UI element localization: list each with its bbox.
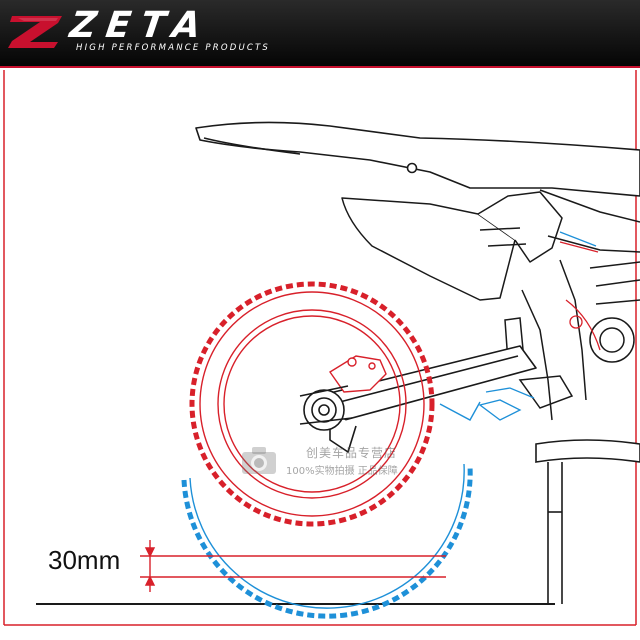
brand-tagline: HIGH PERFORMANCE PRODUCTS [76,43,270,53]
frame-and-shock [504,189,640,421]
watermark-guarantee: 100%实物拍摄 正品保障 [286,466,398,477]
brake-caliper [329,355,387,393]
frame-position-hints [478,231,601,421]
rear-tire-lowered [181,401,481,619]
watermark-shop-name: 创美车品专营店 [306,446,398,460]
brand-header: ZETA HIGH PERFORMANCE PRODUCTS [0,0,640,68]
dimension-label: 30mm [48,545,121,575]
camera-icon [242,447,276,474]
side-panel [341,191,563,301]
suspension-diagram [3,70,640,626]
rear-tire-raised [189,281,435,527]
wheel-hub [299,385,353,431]
brand-wordmark: ZETA [67,5,214,46]
rear-fender [195,121,640,197]
paddock-stand [535,439,640,604]
zeta-logo-mark-icon [8,16,62,48]
dimension-lines [140,540,446,592]
